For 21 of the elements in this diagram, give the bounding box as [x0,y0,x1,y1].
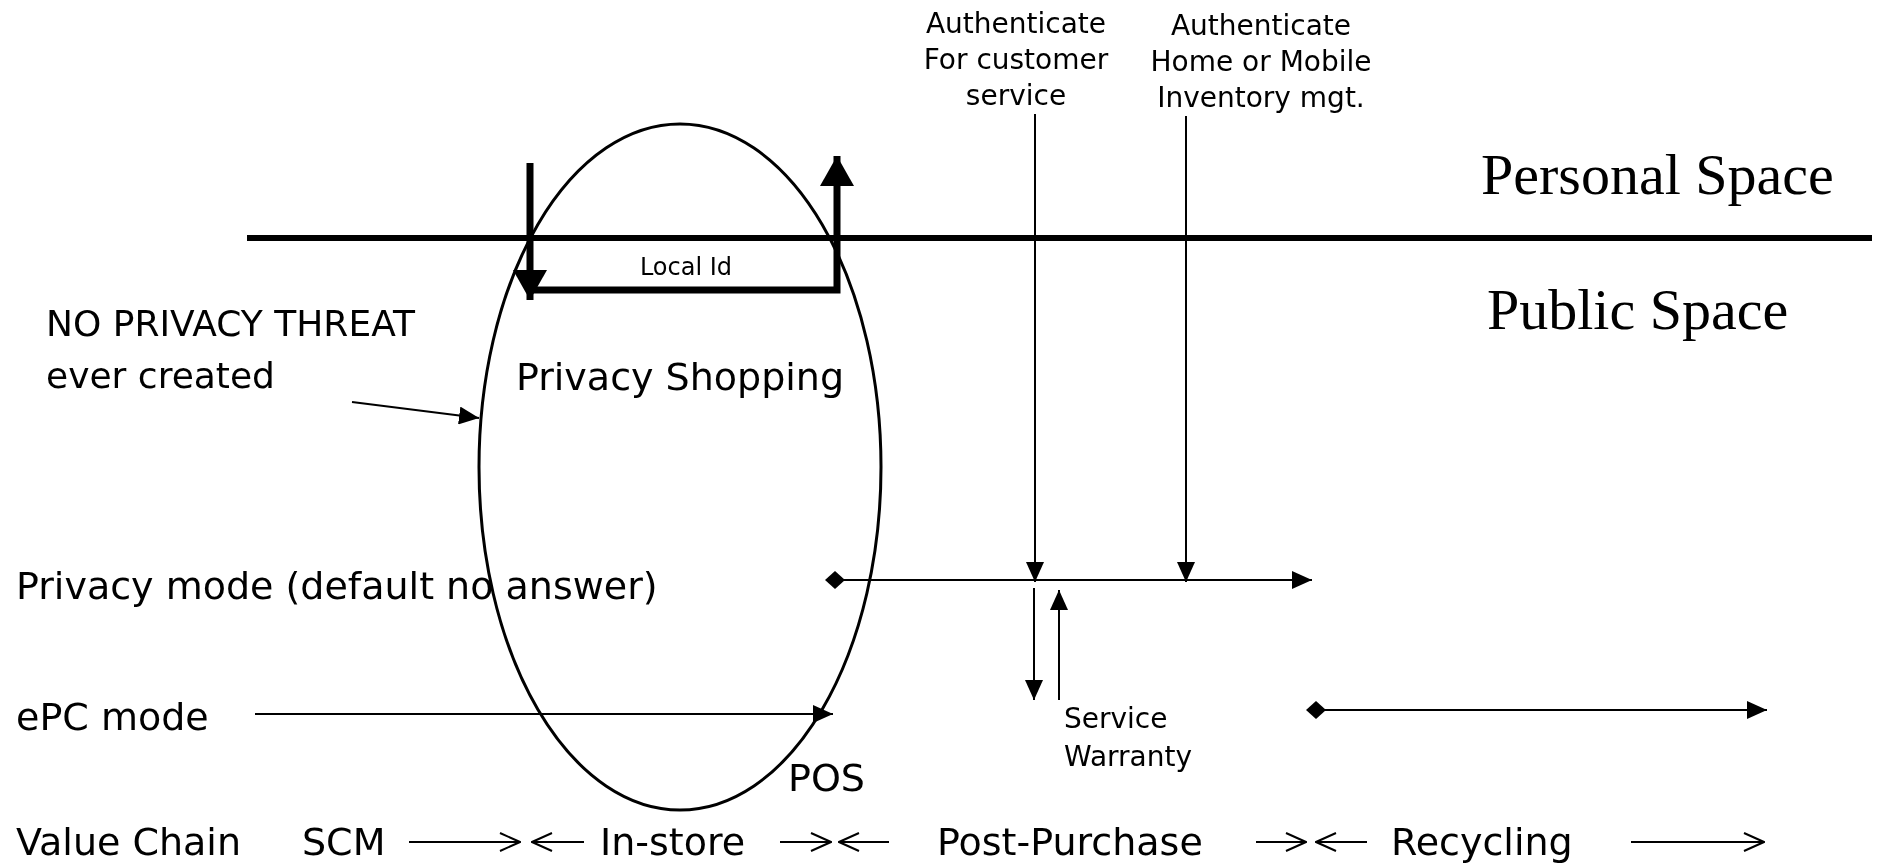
node-label: Privacy Shopping [515,354,845,400]
text-label: Post-Purchase [937,819,1203,865]
text-label: SCM [302,819,386,865]
text-label: Local Id [639,253,733,282]
text-label: Public Space [1487,276,1789,344]
arrow [1177,115,1195,583]
text-label: Privacy mode (default no answer) [16,563,658,609]
annotation-text: Service Warranty [1026,700,1216,776]
text-label: POS [788,755,865,801]
arrow [1025,587,1043,701]
text-label: Recycling [1391,819,1573,865]
arrow [1050,589,1068,701]
annotation-text: Authenticate Home or Mobile Inventory mgt. [1135,8,1387,116]
text-label: Value Chain [16,819,241,865]
text-label: ePC mode [16,694,209,740]
arrow [1026,113,1044,583]
note-text: NO PRIVACY THREAT ever created [46,298,486,402]
annotation-text: Authenticate For customer service [907,6,1125,114]
text-label: Personal Space [1481,141,1834,209]
text-label: In-store [600,819,746,865]
arrow [351,401,481,425]
